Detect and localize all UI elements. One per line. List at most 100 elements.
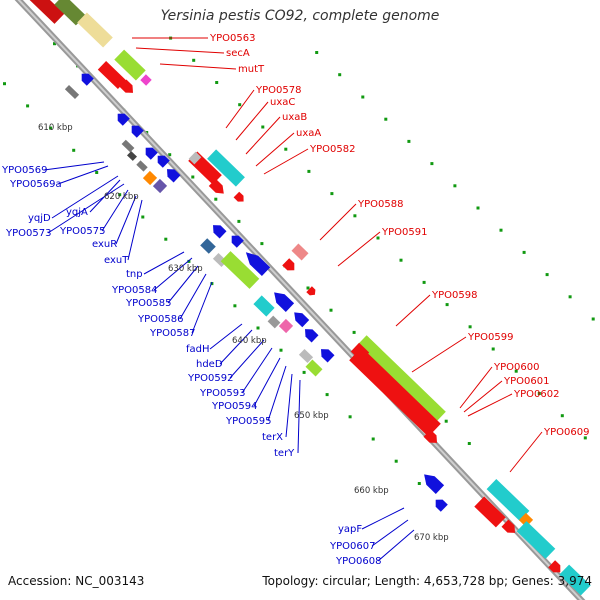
reverse-gene-label[interactable]: YPO0607 [329, 541, 375, 552]
forward-gene-label[interactable]: YPO0588 [357, 199, 403, 210]
reverse-gene-label[interactable]: YPO0594 [211, 401, 257, 412]
gene-feature [167, 169, 181, 183]
gc-dot [49, 126, 53, 130]
label-leader [337, 231, 381, 267]
reverse-gene-label[interactable]: hdeD [196, 359, 223, 370]
reverse-gene-label[interactable]: YPO0595 [225, 416, 271, 427]
label-leader [225, 89, 255, 129]
topology-text: Topology: circular; Length: 4,653,728 bp… [262, 574, 592, 588]
label-leader [167, 265, 199, 304]
reverse-gene-label[interactable]: YPO0575 [59, 226, 105, 237]
label-leader [57, 165, 109, 185]
reverse-gene-label[interactable]: yqjD [28, 213, 51, 224]
gene-feature [114, 49, 146, 81]
gc-dot [560, 414, 564, 418]
reverse-gene-label[interactable]: terX [262, 432, 283, 443]
forward-gene-label[interactable]: YPO0591 [381, 227, 427, 238]
gc-dot [192, 58, 196, 62]
gc-dot [307, 169, 311, 173]
label-leader [101, 189, 129, 232]
gene-feature [354, 335, 446, 425]
reverse-gene-label[interactable]: YPO0592 [187, 373, 233, 384]
reverse-gene-label[interactable]: YPO0584 [111, 285, 157, 296]
label-leader [219, 329, 253, 365]
gc-dot [302, 370, 306, 374]
reverse-gene-label[interactable]: yqjA [66, 207, 88, 218]
gc-dot [499, 228, 503, 232]
gc-dot [256, 326, 260, 330]
gc-dot [417, 482, 421, 485]
gc-dot [237, 219, 241, 223]
reverse-gene-label[interactable]: exuR [92, 239, 117, 250]
gene-feature [213, 225, 227, 239]
gene-feature [77, 12, 113, 48]
gene-feature [306, 286, 316, 296]
label-leader [127, 199, 143, 261]
forward-gene-label[interactable]: YPO0600 [493, 362, 539, 373]
forward-gene-label[interactable]: YPO0598 [431, 290, 477, 301]
gene-feature [518, 512, 534, 528]
gc-dot [215, 81, 219, 84]
gene-feature [188, 151, 202, 165]
gc-dot [118, 193, 122, 197]
gc-dot [444, 419, 448, 423]
forward-gene-label[interactable]: secA [226, 48, 250, 59]
kbp-marker: 660 kbp [354, 486, 389, 496]
gene-feature [64, 85, 80, 99]
gc-dot [453, 184, 457, 188]
reverse-gene-label[interactable]: tnp [126, 269, 143, 280]
forward-gene-label[interactable]: YPO0578 [255, 85, 301, 96]
forward-gene-label[interactable]: mutT [238, 64, 265, 75]
label-leader [371, 519, 409, 547]
forward-gene-label[interactable]: YPO0602 [513, 389, 559, 400]
gc-dot [399, 258, 403, 262]
gene-feature [559, 564, 591, 596]
reverse-gene-label[interactable]: YPO0587 [149, 328, 195, 339]
forward-gene-label[interactable]: YPO0582 [309, 144, 355, 155]
reverse-gene-label[interactable]: YPO0593 [199, 388, 245, 399]
label-leader [229, 339, 265, 379]
forward-gene-label[interactable]: uxaC [270, 97, 295, 108]
reverse-gene-label[interactable]: YPO0569 [1, 165, 47, 176]
label-leader [191, 281, 213, 334]
kbp-marker: 620 kbp [104, 192, 139, 202]
gene-feature [140, 74, 152, 86]
gc-dot [284, 147, 288, 151]
gene-feature [208, 178, 224, 194]
reverse-gene-label[interactable]: YPO0585 [125, 298, 171, 309]
reverse-gene-label[interactable]: fadH [186, 344, 210, 355]
features [29, 0, 591, 596]
reverse-gene-label[interactable]: YPO0573 [5, 228, 51, 239]
gc-dot [407, 139, 411, 143]
forward-gene-label[interactable]: uxaB [282, 112, 307, 123]
reverse-gene-label[interactable]: yapF [338, 524, 362, 535]
reverse-gene-label[interactable]: terY [274, 448, 295, 459]
label-leader [411, 336, 467, 373]
gc-dot [352, 330, 356, 334]
forward-gene-label[interactable]: YPO0599 [467, 332, 513, 343]
reverse-gene-label[interactable]: YPO0586 [137, 314, 183, 325]
forward-gene-label[interactable]: uxaA [296, 128, 321, 139]
gene-feature [486, 479, 530, 521]
forward-gene-label[interactable]: YPO0601 [503, 376, 549, 387]
reverse-gene-label[interactable]: exuT [104, 255, 129, 266]
gc-dot [476, 206, 480, 210]
gc-dot [522, 250, 526, 254]
label-leader [395, 294, 431, 327]
reverse-gene-label[interactable]: YPO0608 [335, 556, 381, 567]
gc-dot [361, 95, 365, 99]
label-leader [459, 366, 493, 409]
label-leader [319, 203, 357, 241]
gene-feature [424, 474, 445, 494]
label-leader [143, 251, 185, 275]
label-leader [245, 116, 281, 155]
gene-feature [298, 349, 314, 363]
forward-gene-label[interactable]: YPO0609 [543, 427, 589, 438]
gene-feature [200, 238, 216, 254]
gc-dot [422, 280, 426, 284]
label-leader [255, 132, 295, 167]
reverse-gene-label[interactable]: YPO0569a [9, 179, 62, 190]
forward-gene-label[interactable]: YPO0563 [209, 33, 255, 44]
gc-dot [315, 51, 319, 54]
